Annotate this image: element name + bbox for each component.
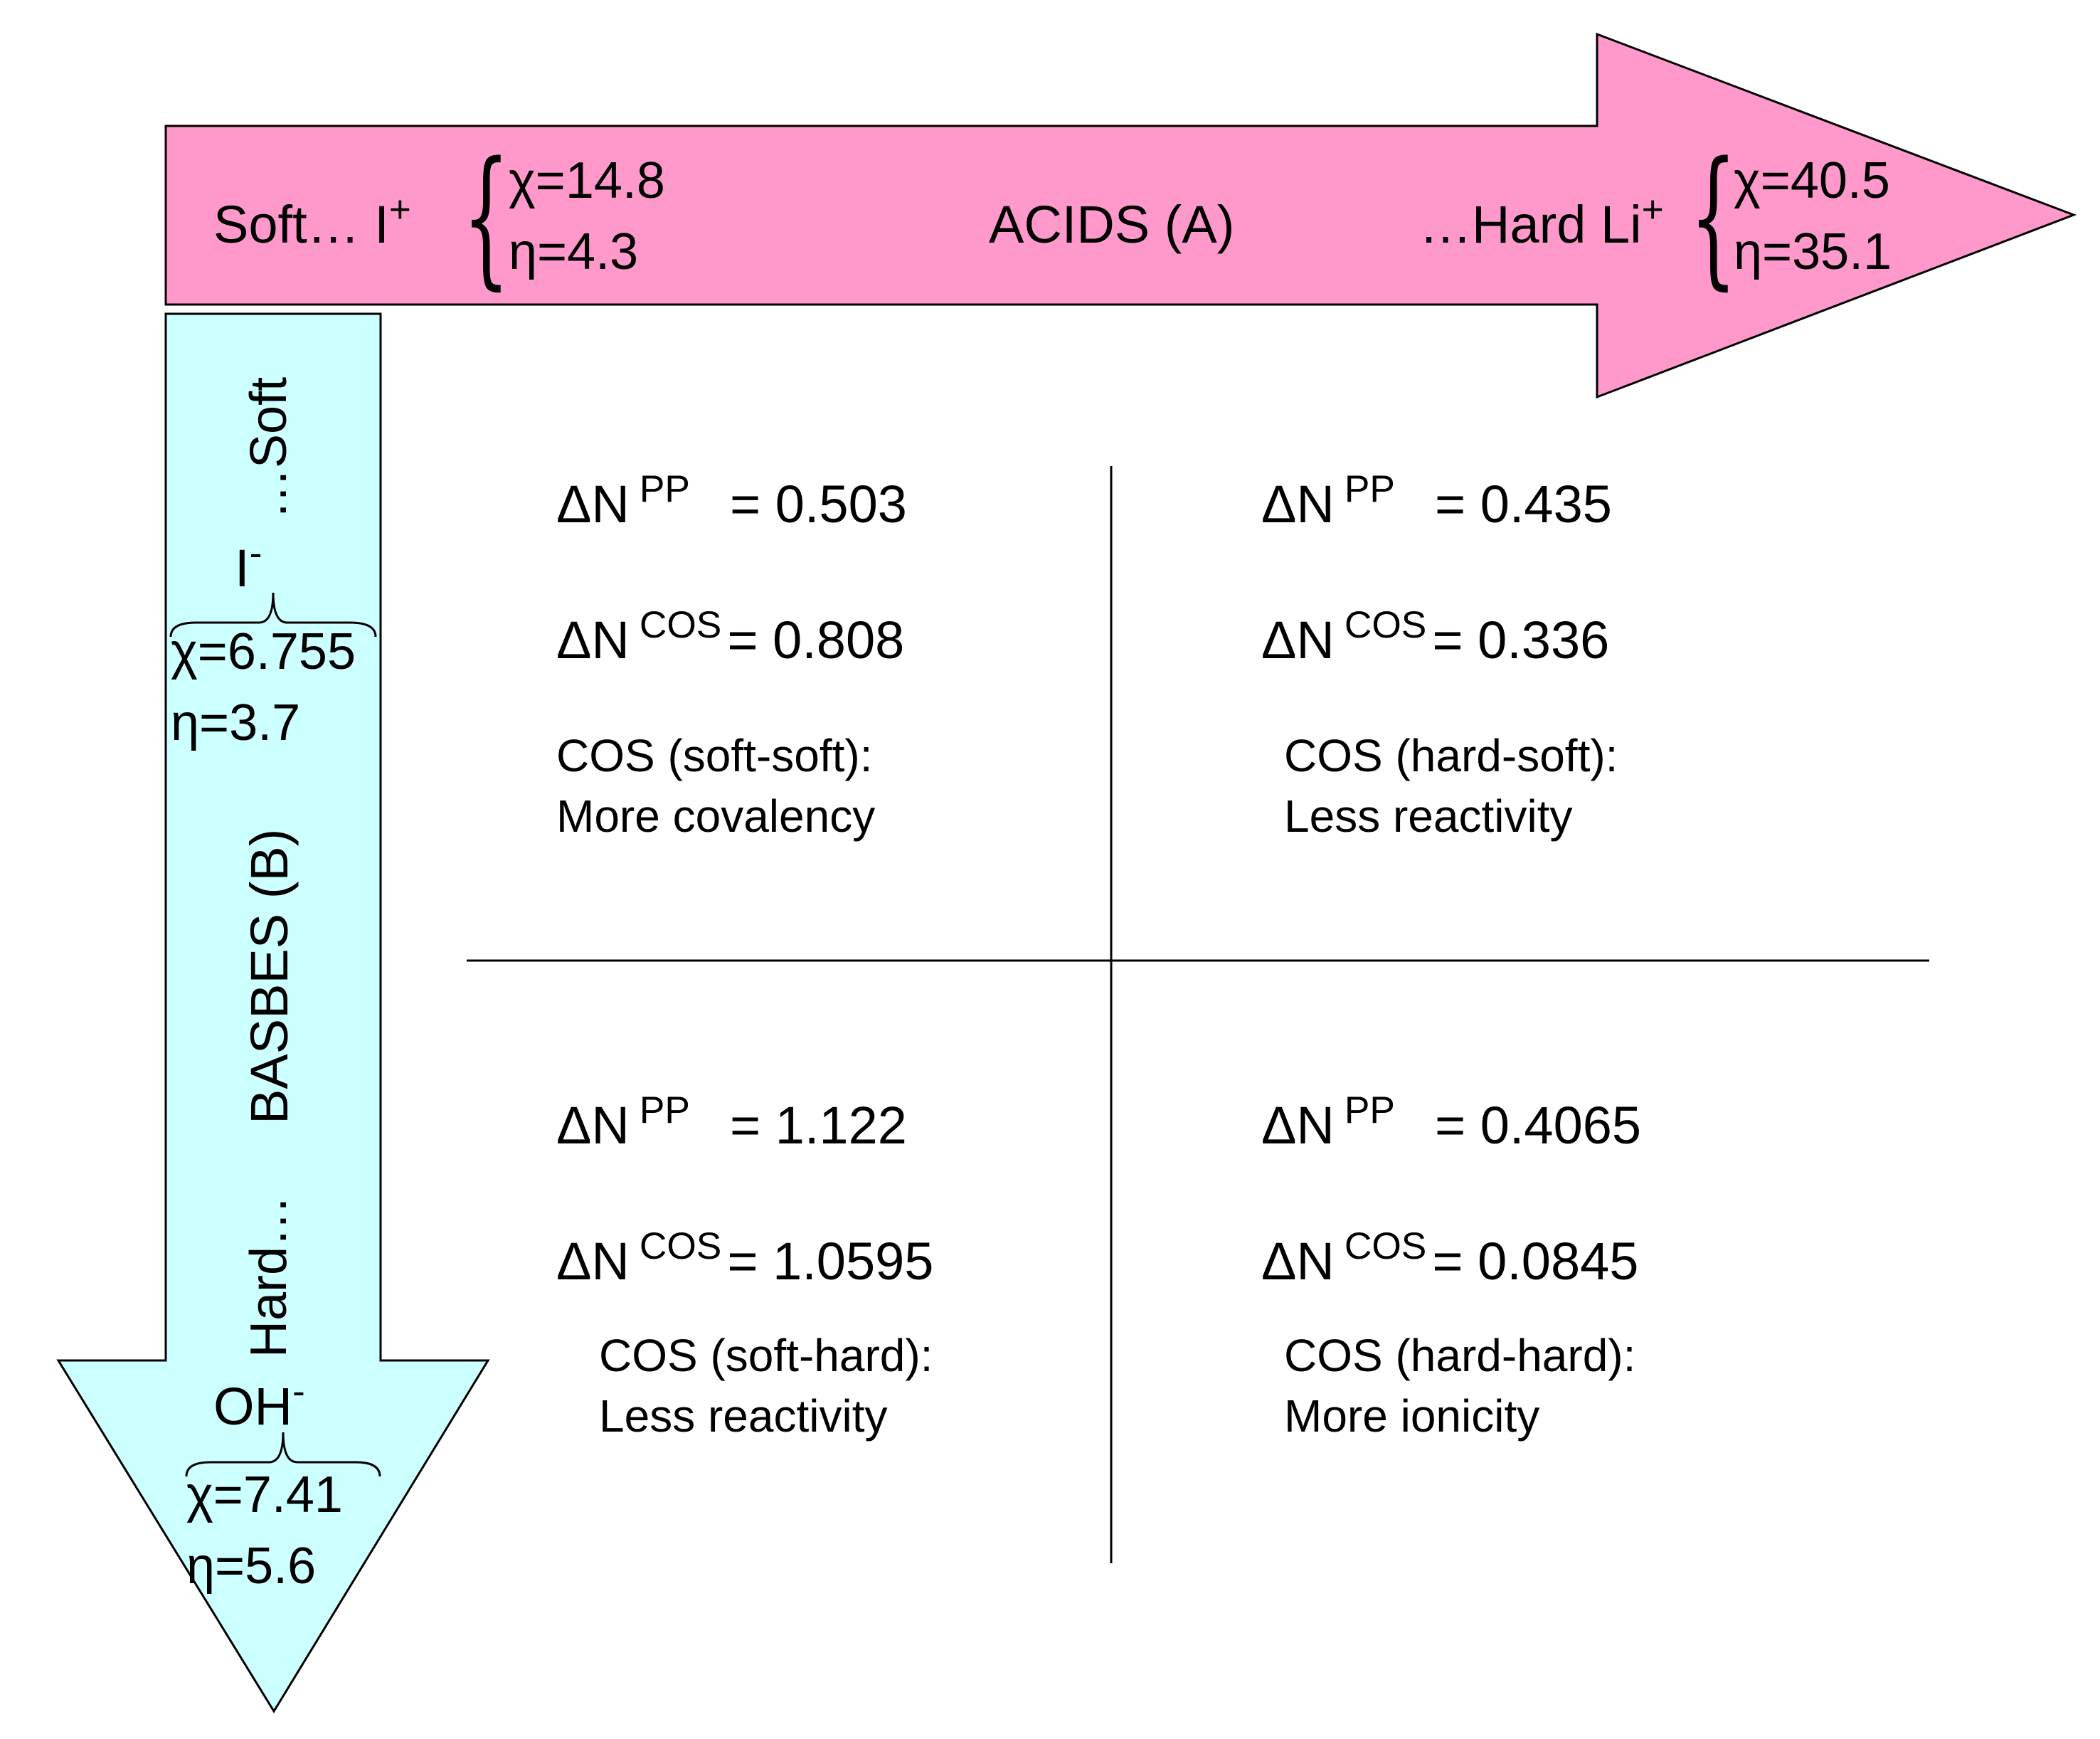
base-hard-charge: - (292, 1370, 305, 1412)
base-soft-ion: I- (235, 532, 262, 598)
acid-hard-brace: { (1690, 130, 1737, 304)
pp-value: = 0.503 (729, 475, 907, 534)
delta-n-symbol: ΔN (1261, 1096, 1335, 1155)
base-soft-eta: η=3.7 (171, 694, 301, 751)
delta-n-symbol: ΔN (1261, 1232, 1335, 1291)
delta-n-symbol: ΔN (556, 610, 630, 670)
base-soft-label: …Soft (240, 376, 297, 519)
acid-hard-eta: η=35.1 (1734, 223, 1892, 280)
soft-hard-desc-2: Less reactivity (599, 1390, 888, 1442)
hard-soft-desc-1: COS (hard-soft): (1284, 730, 1618, 781)
pp-value: = 0.435 (1434, 475, 1612, 534)
acid-soft-brace: { (462, 130, 510, 304)
acid-hard-chi: χ=40.5 (1734, 152, 1890, 209)
hard-hard-desc-1: COS (hard-hard): (1284, 1330, 1636, 1381)
base-hard-eta: η=5.6 (186, 1538, 317, 1595)
acid-hard-label: …Hard Li+ (1419, 188, 1664, 254)
cos-value: = 0.808 (727, 610, 905, 670)
base-hard-brace (185, 1432, 381, 1477)
base-hard-ion: OH- (213, 1370, 305, 1436)
acid-soft-eta: η=4.3 (509, 223, 639, 280)
bases-arrow (56, 312, 490, 1713)
soft-hard-desc-1: COS (soft-hard): (599, 1330, 933, 1381)
delta-n-symbol: ΔN (556, 1096, 630, 1155)
pp-label: PP (639, 467, 690, 510)
hard-soft-desc-2: Less reactivity (1284, 791, 1573, 842)
base-soft-chi: χ=6.755 (171, 623, 356, 680)
pp-label: PP (1344, 1089, 1395, 1131)
pp-label: PP (639, 1089, 690, 1131)
acids-title: ACIDS (A) (989, 195, 1235, 254)
acid-soft-charge: + (388, 188, 411, 231)
cos-value: = 0.0845 (1432, 1232, 1639, 1291)
acid-soft-chi: χ=14.8 (509, 152, 665, 209)
bases-title: BASBES (B) (240, 828, 299, 1124)
cos-value: = 1.0595 (727, 1232, 934, 1291)
cos-label: COS (639, 1225, 722, 1267)
pp-value: = 0.4065 (1434, 1096, 1642, 1155)
cos-label: COS (1344, 1225, 1427, 1267)
pp-label: PP (1344, 467, 1395, 510)
acid-soft-label: Soft… I+ (213, 188, 411, 254)
soft-soft-desc-2: More covalency (556, 791, 876, 842)
pp-value: = 1.122 (729, 1096, 907, 1155)
cos-label: COS (639, 603, 722, 646)
cos-label: COS (1344, 603, 1427, 646)
base-soft-brace (169, 592, 377, 638)
base-hard-chi: χ=7.41 (186, 1466, 343, 1523)
cos-value: = 0.336 (1432, 610, 1610, 670)
base-soft-charge: - (249, 532, 262, 574)
delta-n-symbol: ΔN (1261, 610, 1335, 670)
acids-arrow (164, 32, 2077, 399)
delta-n-symbol: ΔN (556, 475, 630, 534)
delta-n-symbol: ΔN (1261, 475, 1335, 534)
delta-n-symbol: ΔN (556, 1232, 630, 1291)
base-hard-label: Hard… (240, 1195, 297, 1358)
hard-hard-desc-2: More ionicity (1284, 1390, 1540, 1442)
soft-soft-desc-1: COS (soft-soft): (556, 730, 873, 781)
acid-hard-charge: + (1641, 188, 1664, 231)
